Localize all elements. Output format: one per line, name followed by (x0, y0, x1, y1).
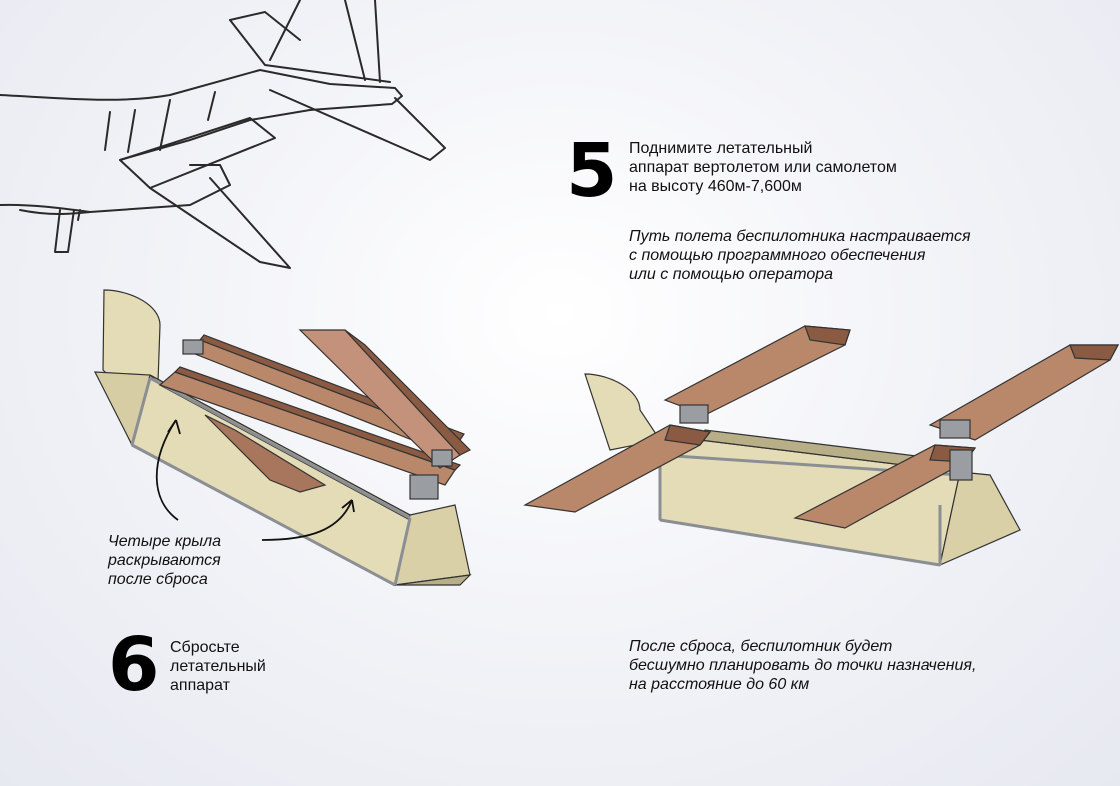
step-6-line-2: летательный (170, 658, 266, 675)
wings-callout-line-1: Четыре крыла (108, 533, 221, 550)
step-5-note-line-1: Путь полета беспилотника настраивается (629, 228, 971, 245)
step-6-note: После сброса, беспилотник будет бесшумно… (629, 637, 976, 694)
step-5-line-3: на высоту 460м-7,600м (629, 178, 802, 195)
step-6-note-line-1: После сброса, беспилотник будет (629, 638, 893, 655)
step-5-note-line-2: с помощью программного обеспечения (629, 247, 926, 264)
step-6-instruction: Сбросьте летательный аппарат (170, 638, 266, 695)
step-5-line-1: Поднимите летательный (629, 140, 813, 157)
drone-deployed (523, 325, 1119, 567)
step-6-note-line-3: на расстояние до 60 км (629, 676, 810, 693)
step-6-note-line-2: бесшумно планировать до точки назначения… (629, 657, 977, 674)
callout-arrows (155, 419, 355, 541)
step-6-line-1: Сбросьте (170, 639, 240, 656)
aircraft-sketch (0, 0, 446, 269)
wings-callout-line-3: после сброса (108, 571, 208, 588)
step-6-line-3: аппарат (170, 677, 230, 694)
step-6-number: 6 (108, 622, 159, 708)
step-5-note: Путь полета беспилотника настраивается с… (629, 227, 971, 284)
step-5-note-line-3: или с помощью оператора (629, 266, 834, 283)
drone-folded (93, 289, 472, 587)
step-5-number: 5 (566, 128, 617, 214)
step-5-instruction: Поднимите летательный аппарат вертолетом… (629, 139, 897, 196)
step-5-line-2: аппарат вертолетом или самолетом (629, 159, 897, 176)
wings-callout: Четыре крыла раскрываются после сброса (108, 532, 221, 589)
wings-callout-line-2: раскрываются (108, 552, 221, 569)
